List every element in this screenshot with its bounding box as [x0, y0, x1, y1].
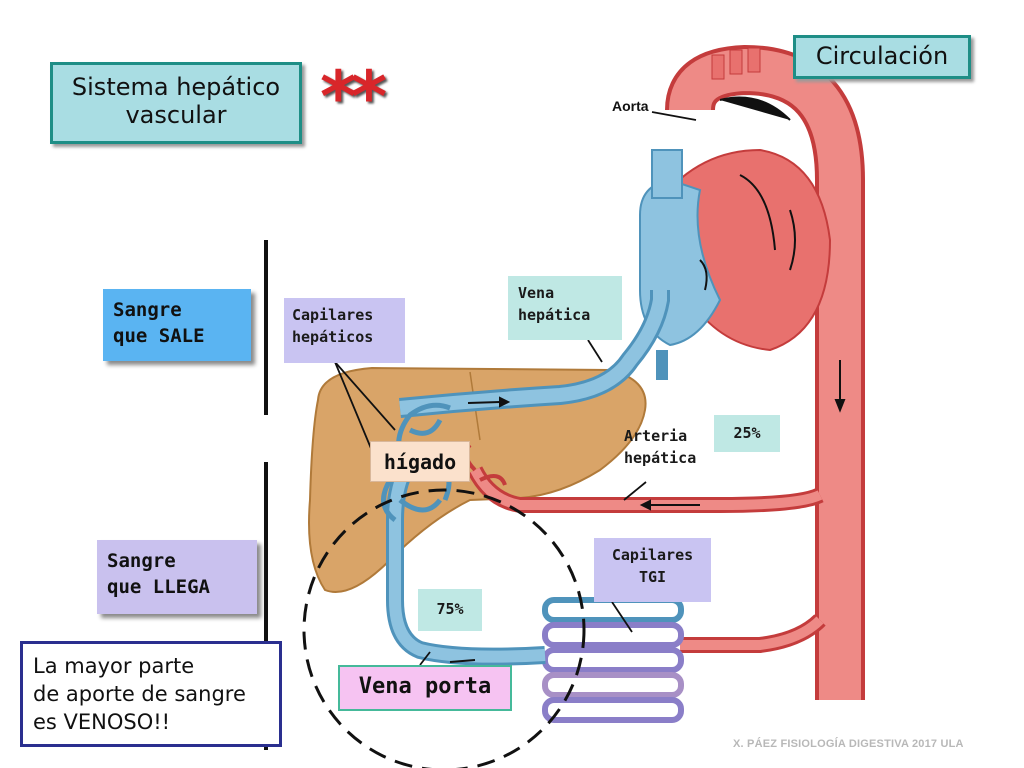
aorta-label: Aorta [612, 98, 649, 114]
vena-hepatica-label: Vena hepática [508, 276, 622, 340]
vena-hepatica-line1: Vena [518, 284, 555, 302]
venous-note-line1: La mayor parte [33, 654, 195, 678]
capilares-tgi-label: Capilares TGI [594, 538, 711, 602]
sangre-sale-line1: Sangre [113, 299, 182, 321]
capilares-tgi-line2: TGI [638, 568, 667, 586]
capilares-hepaticos-line1: Capilares [292, 306, 374, 324]
vena-porta-label: Vena porta [338, 665, 512, 711]
slide-title-line1: Sistema hepático [71, 73, 281, 101]
portal-percentage-label: 75% [418, 589, 482, 631]
capilares-tgi-line1: Capilares [611, 546, 694, 564]
arteria-hepatica-line2: hepática [624, 449, 697, 467]
venous-note-line3: es VENOSO!! [33, 710, 171, 734]
arteria-hepatica-line1: Arteria [624, 427, 688, 445]
importance-stars: ** [320, 56, 387, 138]
sangre-llega-line1: Sangre [107, 550, 176, 572]
sangre-llega-box: Sangre que LLEGA [97, 540, 257, 614]
vena-hepatica-line2: hepática [518, 306, 591, 324]
slide-title-line2: vascular [125, 101, 227, 129]
arterial-percentage-label: 25% [714, 415, 780, 452]
capilares-hepaticos-label: Capilares hepáticos [284, 298, 405, 363]
venous-note-line2: de aporte de sangre [33, 682, 246, 706]
sangre-llega-line2: que LLEGA [107, 576, 210, 598]
footer-credit: X. PÁEZ FISIOLOGÍA DIGESTIVA 2017 ULA [733, 738, 964, 750]
venous-note-box: La mayor parte de aporte de sangre es VE… [20, 641, 282, 747]
capilares-hepaticos-line2: hepáticos [292, 328, 374, 346]
sangre-sale-box: Sangre que SALE [103, 289, 251, 361]
gi-capillary-bed [542, 597, 684, 723]
slide-title: Sistema hepático vascular [50, 62, 302, 144]
arteria-hepatica-label: Arteria hepática [624, 425, 696, 469]
higado-label: hígado [370, 441, 470, 482]
portal-region-dashed-circle [302, 488, 586, 768]
circulacion-label: Circulación [793, 35, 971, 79]
sangre-sale-line2: que SALE [113, 325, 205, 347]
